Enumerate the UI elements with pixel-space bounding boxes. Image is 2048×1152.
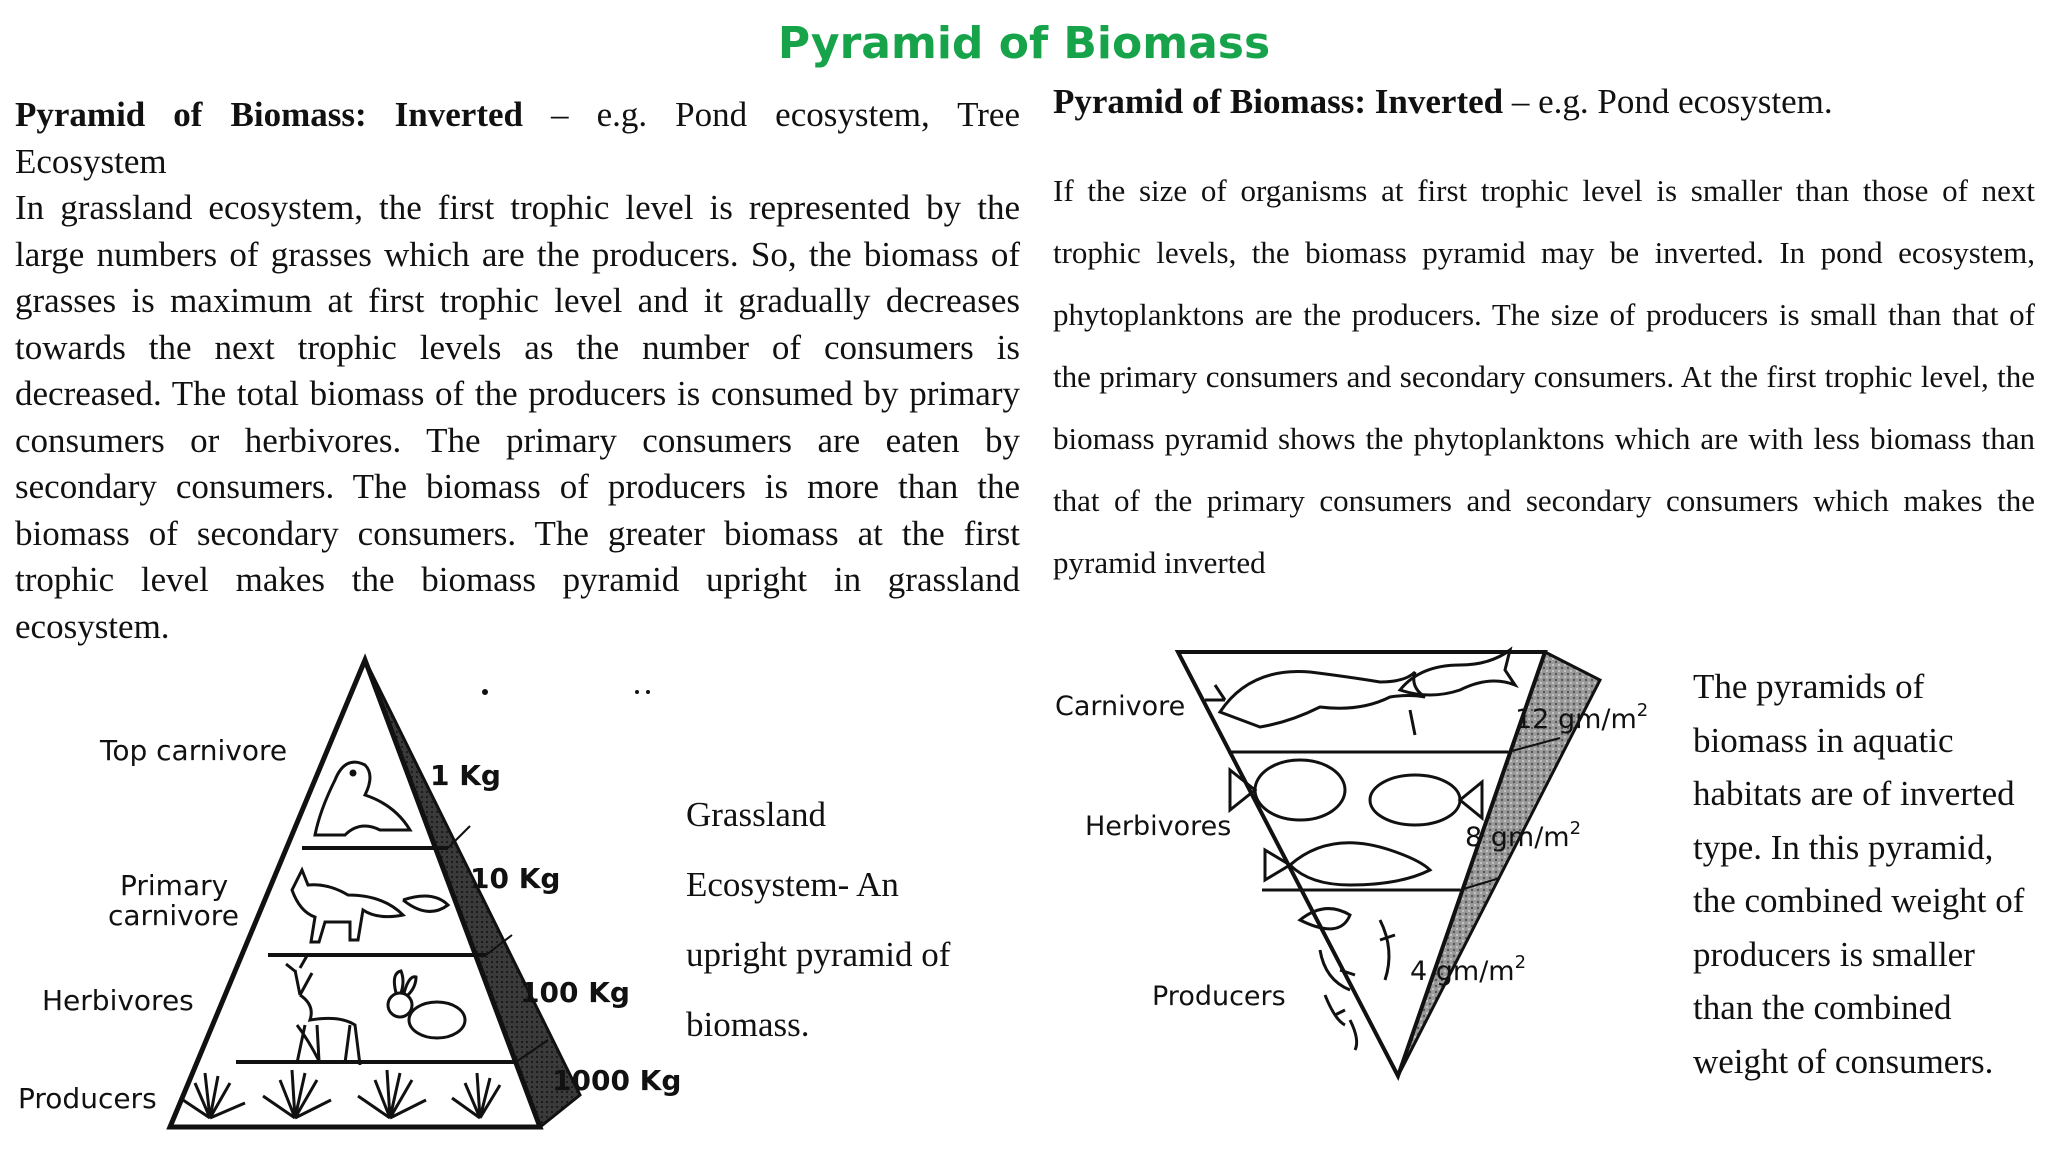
biomass-4gm: 4 gm/m2 [1410,952,1526,987]
biomass-8gm-value: 8 gm/m [1465,822,1570,853]
salmon-icon [1397,646,1519,736]
caption-grassland: Grassland Ecosystem- An upright pyramid … [686,795,951,1044]
upright-pyramid-front-face [166,653,544,1130]
inverted-side-tick-2 [1459,877,1501,891]
grass-icon [179,1069,502,1120]
right-heading-rest: – e.g. Pond ecosystem. [1503,82,1833,121]
biomass-12gm: 12 gm/m2 [1515,700,1648,735]
biomass-4gm-value: 4 gm/m [1410,956,1515,987]
deer-icon [285,953,362,1066]
biomass-10kg: 10 Kg [470,862,560,895]
right-heading: Pyramid of Biomass: Inverted – e.g. Pond… [1053,80,2035,124]
left-text-block: Pyramid of Biomass: Inverted – e.g. Pond… [15,92,1020,650]
upright-side-tick-1 [447,825,471,849]
left-body: In grassland ecosystem, the first trophi… [15,188,1020,646]
label-top-carnivore: Top carnivore [99,734,287,767]
label-herbivores: Herbivores [42,984,194,1017]
biomass-8gm-sup: 2 [1570,818,1581,839]
fox-icon [290,866,451,944]
label-carnivore: carnivore [108,899,239,932]
speck-2 [635,690,639,694]
right-text-block: Pyramid of Biomass: Inverted – e.g. Pond… [1053,80,2035,594]
label-producers: Producers [18,1082,157,1115]
rabbit-icon [386,969,467,1040]
upright-side-tick-2 [485,934,513,956]
seal-icon [313,760,413,837]
left-heading-rest: – e.g. Pond ecosystem, Tree Ecosystem [15,95,1020,181]
speck-3 [646,690,650,694]
upright-pyramid-diagram: Top carnivore Primary carnivore Herbivor… [18,653,681,1130]
whale-icon [1205,670,1426,729]
biomass-8gm: 8 gm/m2 [1465,818,1581,853]
biomass-1kg: 1 Kg [430,759,501,792]
left-heading-bold: Pyramid of Biomass: Inverted [15,95,523,134]
right-heading-bold: Pyramid of Biomass: Inverted [1053,82,1504,121]
speck-1 [482,689,488,695]
page-title: Pyramid of Biomass [777,18,1271,69]
biomass-1000kg: 1000 Kg [552,1064,681,1097]
biomass-12gm-value: 12 gm/m [1515,704,1637,735]
fish-icon [1228,758,1484,887]
right-body: If the size of organisms at first trophi… [1053,173,2035,580]
label-carnivore-inv: Carnivore [1055,691,1185,722]
caption-aquatic: The pyramids of biomass in aquatic habit… [1693,667,2025,1081]
label-herbivores-inv: Herbivores [1085,811,1231,842]
label-producers-inv: Producers [1152,981,1286,1012]
label-primary: Primary [120,869,228,902]
upright-side-tick-3 [515,1039,549,1063]
biomass-100kg: 100 Kg [520,976,630,1009]
zooplankton-icon [1297,907,1396,1051]
biomass-12gm-sup: 2 [1637,700,1648,721]
biomass-4gm-sup: 2 [1515,952,1526,973]
inverted-side-tick-1 [1507,737,1561,753]
inverted-pyramid-diagram: Carnivore Herbivores Producers 12 gm/m2 … [1055,646,1648,1082]
